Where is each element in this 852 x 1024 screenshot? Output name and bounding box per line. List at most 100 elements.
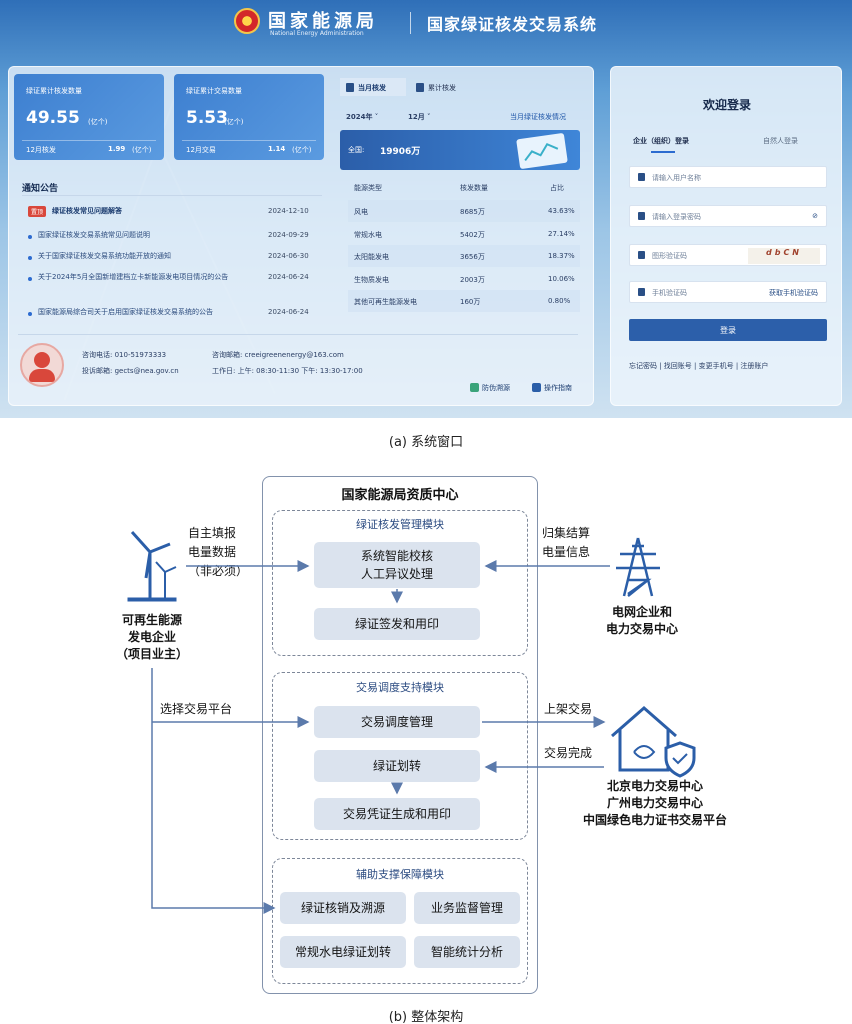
monthly-issuance-link[interactable]: 当月绿证核发情况 xyxy=(510,113,566,121)
tab-person-login[interactable]: 自然人登录 xyxy=(763,137,798,145)
caption-b: (b) 整体架构 xyxy=(388,1010,464,1024)
shield-icon xyxy=(470,383,479,392)
notice-divider xyxy=(22,195,322,196)
notice-text: 国家能源局综合司关于启用国家绿证核发交易系统的公告 xyxy=(38,308,213,316)
bullet-icon xyxy=(28,235,32,239)
box-stats: 智能统计分析 xyxy=(414,936,520,968)
notice-text: 关于国家绿证核发交易系统功能开放的通知 xyxy=(38,252,171,260)
module-issuance xyxy=(272,510,528,656)
table-cell: 常规水电 xyxy=(354,230,382,239)
stat-label: 绿证累计交易数量 xyxy=(186,87,242,95)
contact-phone: 咨询电话: 010-51973333 xyxy=(82,351,167,359)
table-cell: 27.14% xyxy=(548,229,575,238)
col-header: 核发数量 xyxy=(460,184,488,192)
caption-a: (a) 系统窗口 xyxy=(388,435,464,450)
notice-date: 2024-09-29 xyxy=(268,231,309,239)
box-hydro-transfer: 常规水电绿证划转 xyxy=(280,936,406,968)
tab-monthly[interactable]: 当月核发 xyxy=(340,78,406,96)
bullet-icon xyxy=(28,277,32,281)
box-verification: 系统智能校核 人工异议处理 xyxy=(314,542,480,588)
stat-card-issued: 绿证累计核发数量 49.55 (亿个) 12月核发 1.99 (亿个) xyxy=(14,74,164,160)
module-trading xyxy=(272,672,528,840)
notice-date: 2024-06-24 xyxy=(268,273,309,281)
username-field[interactable]: 请输入用户名称 xyxy=(629,166,827,188)
phone-icon xyxy=(638,288,645,296)
table-cell: 0.80% xyxy=(548,297,571,305)
stat-unit: (亿个) xyxy=(224,118,244,126)
stat-sub-label: 12月交易 xyxy=(186,146,216,154)
total-banner: 全国: 19906万 xyxy=(340,130,580,170)
edge-label-complete: 交易完成 xyxy=(544,746,593,760)
renewable-generator-label: 可再生能源 发电企业 （项目业主） xyxy=(115,613,188,661)
bullet-icon xyxy=(28,312,32,316)
national-emblem-icon xyxy=(234,8,260,34)
notice-item[interactable]: 关于国家绿证核发交易系统功能开放的通知 2024-06-30 xyxy=(28,252,328,266)
month-select[interactable]: 12月 ˅ xyxy=(408,113,431,121)
password-field[interactable]: 请输入登录密码⊘ xyxy=(629,205,827,227)
header-divider xyxy=(410,12,411,34)
org-name-en: National Energy Administration xyxy=(270,30,364,37)
box-supervision: 业务监督管理 xyxy=(414,892,520,924)
stat-unit: (亿个) xyxy=(88,118,108,126)
eye-off-icon[interactable]: ⊘ xyxy=(812,212,818,220)
book-icon xyxy=(532,383,541,392)
account-links[interactable]: 忘记密码 | 找回账号 | 变更手机号 | 注册账户 xyxy=(629,362,769,370)
stat-card-traded: 绿证累计交易数量 5.53 (亿个) 12月交易 1.14 (亿个) xyxy=(174,74,324,160)
tab-company-login[interactable]: 企业（组织）登录 xyxy=(633,137,689,145)
edge-label-self-report: 自主填报 电量数据 （非必须） xyxy=(188,526,249,578)
notice-item[interactable]: 国家绿证核发交易系统常见问题说明 2024-09-29 xyxy=(28,231,328,245)
notice-text: 国家绿证核发交易系统常见问题说明 xyxy=(38,231,150,239)
table-cell: 生物质发电 xyxy=(354,275,389,284)
module-title: 交易调度支持模块 xyxy=(356,681,444,694)
table-cell: 5402万 xyxy=(460,230,485,239)
total-label: 全国: xyxy=(348,146,365,154)
table-cell: 太阳能发电 xyxy=(354,253,389,261)
module-title: 绿证核发管理模块 xyxy=(356,518,444,531)
captcha-image[interactable]: dbCN xyxy=(748,248,820,264)
tab-label: 累计核发 xyxy=(428,84,456,92)
guide-button[interactable]: 操作指南 xyxy=(532,383,572,393)
anti-counterfeit-button[interactable]: 防伪溯源 xyxy=(470,383,510,393)
box-voucher: 交易凭证生成和用印 xyxy=(314,798,480,830)
col-header: 能源类型 xyxy=(354,184,382,192)
contact-divider xyxy=(18,334,578,335)
login-button[interactable]: 登录 xyxy=(629,319,827,341)
table-cell: 其他可再生能源发电 xyxy=(354,298,417,306)
box-sign-seal: 绿证签发和用印 xyxy=(314,608,480,640)
user-icon xyxy=(638,173,645,181)
lock-icon xyxy=(638,212,645,220)
table-cell: 3656万 xyxy=(460,253,485,261)
box-dispatch: 交易调度管理 xyxy=(314,706,480,738)
module-title: 辅助支撑保障模块 xyxy=(356,868,444,881)
table-cell: 风电 xyxy=(354,208,368,216)
tab-label: 当月核发 xyxy=(358,84,386,92)
tab-cumulative[interactable]: 累计核发 xyxy=(410,78,476,96)
button-label: 防伪溯源 xyxy=(482,384,510,392)
system-window-screenshot: 国家能源局 National Energy Administration 国家绿… xyxy=(0,0,852,418)
col-header: 占比 xyxy=(550,184,564,192)
box-writeoff: 绿证核销及溯源 xyxy=(280,892,406,924)
edge-label-select-platform: 选择交易平台 xyxy=(160,702,233,716)
table-cell: 2003万 xyxy=(460,275,485,284)
document-icon xyxy=(346,83,354,92)
month-value: 12月 xyxy=(408,113,425,121)
wind-turbine-icon xyxy=(127,530,177,602)
get-sms-code-button[interactable]: 获取手机验证码 xyxy=(769,289,818,297)
edge-label-collect: 归集结算 电量信息 xyxy=(542,526,591,559)
notice-date: 2024-06-30 xyxy=(268,252,309,260)
notice-date: 2024-12-10 xyxy=(268,207,309,215)
support-agent-icon xyxy=(20,343,64,387)
placeholder: 请输入用户名称 xyxy=(652,174,701,182)
year-select[interactable]: 2024年 ˅ xyxy=(346,113,379,121)
edge-label-list: 上架交易 xyxy=(544,702,593,716)
sms-code-field[interactable]: 手机验证码获取手机验证码 xyxy=(629,281,827,303)
contact-email: 咨询邮箱: creeigreenenergy@163.com xyxy=(212,351,344,359)
